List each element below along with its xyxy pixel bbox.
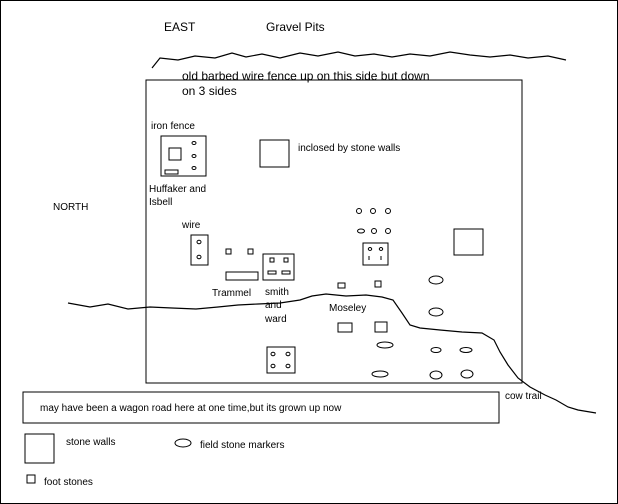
field-stone-marker [356, 208, 362, 214]
foot-stone [337, 282, 346, 289]
wire-label: wire [182, 220, 201, 231]
field-stone-marker [429, 370, 443, 380]
gravel-pits-label: Gravel Pits [266, 20, 325, 34]
legend-field-stone-swatch [174, 438, 192, 448]
foot-stone [267, 270, 277, 275]
legend-foot-stones-label: foot stones [44, 477, 93, 488]
fence-note-line1: old barbed wire fence up on this side bu… [182, 69, 430, 83]
smith-ward-plot [262, 253, 295, 281]
stone-wall-enclosure [453, 228, 484, 256]
gravel-pit-edge-line [151, 51, 567, 69]
field-stone-marker [385, 228, 391, 234]
moseley-north-plot [362, 242, 389, 266]
legend-stone-wall-swatch [24, 433, 55, 464]
smith-ward-enclosure [262, 253, 295, 281]
smith-label-line1: smith [265, 287, 289, 298]
foot-stone [281, 270, 291, 275]
field-stone-marker [191, 141, 197, 145]
smith-label-line2: and [265, 300, 282, 311]
field-stone-marker [357, 228, 365, 234]
moseley-label: Moseley [329, 303, 367, 314]
field-stone-marker [378, 247, 384, 251]
legend-stone-walls-label: stone walls [66, 437, 116, 448]
wire-plot [190, 234, 209, 266]
foot-stone [164, 169, 179, 175]
field-stone-marker [370, 208, 376, 214]
east-label: EAST [164, 20, 196, 34]
trammel-grave [225, 271, 259, 281]
field-stone-marker [371, 370, 389, 378]
foot-stone [374, 280, 382, 288]
huffaker-label-line1: Huffaker and [149, 184, 207, 195]
field-stone-marker [428, 275, 444, 285]
field-stone-marker [459, 347, 473, 353]
stone-wall-enclosure [259, 139, 290, 168]
fence-note-line2: on 3 sides [182, 84, 237, 98]
moseley-grave [337, 322, 353, 333]
field-stone-marker [460, 369, 474, 379]
cow-trail-label: cow trail [505, 391, 542, 402]
road-note-text: may have been a wagon road here at one t… [40, 403, 342, 414]
foot-stone [269, 257, 275, 263]
huffaker-isbell-plot [160, 135, 207, 177]
stone-wall-marker [168, 147, 182, 161]
inclosed-label: inclosed by stone walls [298, 143, 401, 154]
field-stone-marker [196, 254, 202, 260]
field-stone-marker [385, 208, 391, 214]
field-stone-marker [285, 363, 291, 369]
field-stone-marker [196, 239, 202, 245]
field-stone-marker [367, 247, 373, 251]
road-note-box [22, 391, 500, 424]
legend-field-stone-label: field stone markers [200, 440, 285, 451]
smith-label-line3: ward [265, 314, 287, 325]
cemetery-boundary [145, 79, 523, 384]
iron-fence-label: iron fence [151, 121, 195, 132]
plot-enclosure [362, 242, 389, 266]
wire-enclosure [190, 234, 209, 266]
wagon-road-line [67, 293, 597, 414]
foot-stone [225, 248, 232, 255]
field-stone-marker [270, 363, 276, 369]
field-stone-marker [430, 347, 442, 353]
foot-stone [283, 257, 289, 263]
south-plot [266, 346, 296, 374]
huffaker-label-line2: Isbell [149, 197, 173, 208]
field-stone-marker [191, 166, 197, 170]
north-label: NORTH [53, 202, 89, 213]
plot-enclosure [266, 346, 296, 374]
field-stone-marker [428, 307, 444, 317]
legend-foot-stone-swatch [26, 474, 36, 484]
field-stone-marker [371, 228, 377, 234]
trammel-label: Trammel [212, 288, 252, 299]
foot-stone [247, 248, 254, 255]
field-stone-marker [285, 351, 291, 357]
field-stone-marker [191, 154, 197, 158]
iron-fence-enclosure [160, 135, 207, 177]
field-stone-marker [376, 341, 394, 349]
field-stone-marker [270, 351, 276, 357]
moseley-grave [374, 321, 388, 333]
